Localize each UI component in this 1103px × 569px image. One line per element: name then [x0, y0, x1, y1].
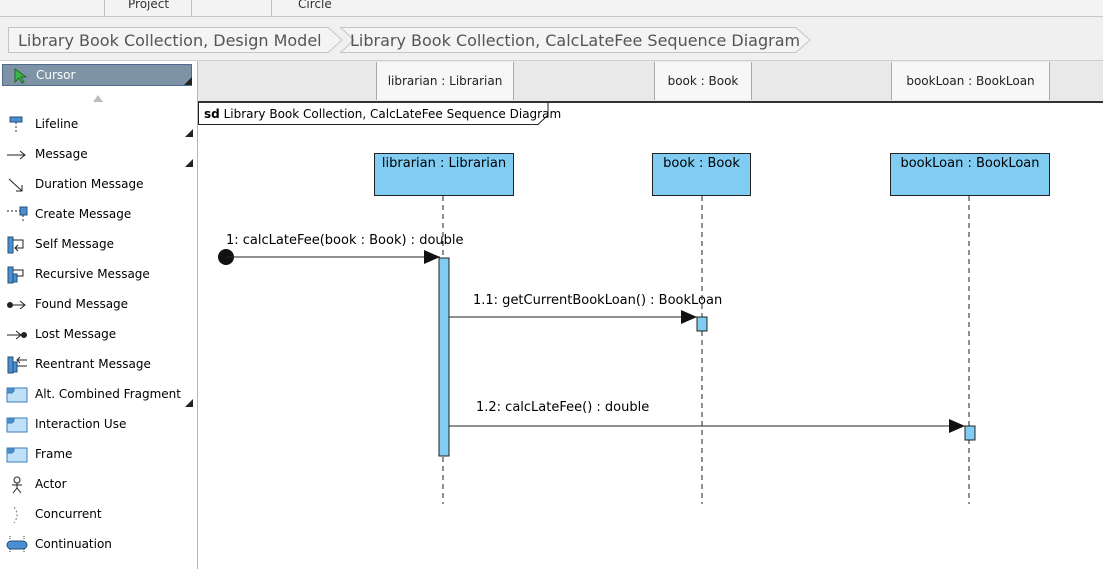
- palette-item-label: Recursive Message: [35, 267, 150, 281]
- duration-message-icon: [8, 178, 23, 192]
- expand-corner-icon: [184, 77, 192, 85]
- expand-corner-icon[interactable]: [185, 159, 193, 167]
- palette-item-recursive-message[interactable]: Recursive Message: [0, 261, 197, 289]
- activation-librarian: [438, 257, 450, 457]
- palette-item-label: Interaction Use: [35, 417, 127, 431]
- top-toolbar: Project Circle: [0, 0, 1103, 17]
- palette-cursor-tool[interactable]: Cursor: [2, 64, 192, 86]
- lifeline-header-librarian[interactable]: librarian : Librarian: [376, 62, 514, 100]
- lifeline-header-book[interactable]: book : Book: [654, 62, 752, 100]
- found-message-icon: [7, 300, 26, 310]
- toolbar-separator: [104, 0, 105, 16]
- expand-corner-icon[interactable]: [185, 129, 193, 137]
- breadcrumb-label: Library Book Collection, CalcLateFee Seq…: [350, 31, 801, 50]
- palette-item-label: Alt. Combined Fragment: [35, 387, 181, 401]
- palette-item-label: Found Message: [35, 297, 129, 311]
- diagram-palette: Cursor Lifeline Message Duration Message: [0, 61, 198, 569]
- diagram-canvas[interactable]: librarian : Librarian book : Book bookLo…: [198, 61, 1103, 569]
- lifeline-header-bookloan[interactable]: bookLoan : BookLoan: [891, 62, 1050, 100]
- activation-bookloan: [964, 425, 976, 441]
- palette-item-lost-message[interactable]: Lost Message: [0, 321, 197, 349]
- breadcrumb: Library Book Collection, Design Model Li…: [0, 17, 1103, 61]
- toolbar-separator: [271, 0, 272, 16]
- palette-item-label: Reentrant Message: [35, 357, 151, 371]
- palette-item-label: Self Message: [35, 237, 114, 251]
- sequence-diagram-graphics: [218, 196, 976, 504]
- breadcrumb-label: Library Book Collection, Design Model: [18, 31, 322, 50]
- message-1-1-arrowhead: [681, 310, 697, 324]
- palette-item-found-message[interactable]: Found Message: [0, 291, 197, 319]
- reentrant-message-icon: [7, 356, 27, 374]
- palette-item-label: Lost Message: [35, 327, 117, 341]
- message-icon: [7, 150, 26, 160]
- palette-item-actor[interactable]: Actor: [0, 471, 197, 499]
- palette-item-label: Lifeline: [35, 117, 79, 131]
- palette-item-label: Duration Message: [35, 177, 144, 191]
- breadcrumb-item-design-model[interactable]: Library Book Collection, Design Model: [8, 27, 344, 53]
- toolbar-item-project[interactable]: Project: [128, 0, 170, 11]
- palette-item-alt-combined-fragment[interactable]: Alt. Combined Fragment: [0, 381, 197, 409]
- concurrent-icon: [13, 506, 18, 524]
- palette-item-duration-message[interactable]: Duration Message: [0, 171, 197, 199]
- palette-item-label: Concurrent: [35, 507, 102, 521]
- palette-cursor-label: Cursor: [36, 68, 76, 82]
- breadcrumb-item-sequence-diagram[interactable]: Library Book Collection, CalcLateFee Seq…: [340, 27, 812, 53]
- frame-icon: [6, 447, 28, 463]
- continuation-icon: [6, 536, 28, 553]
- expand-corner-icon[interactable]: [185, 399, 193, 407]
- toolbar-separator: [191, 0, 192, 16]
- frame-tab-shape: [198, 103, 549, 125]
- palette-item-concurrent[interactable]: Concurrent: [0, 501, 197, 529]
- create-message-icon: [7, 206, 28, 223]
- toolbar-item-circle[interactable]: Circle: [298, 0, 332, 11]
- lifeline-head-librarian[interactable]: librarian : Librarian: [374, 153, 514, 196]
- actor-icon: [12, 476, 22, 494]
- palette-item-label: Actor: [35, 477, 67, 491]
- message-label-1-1[interactable]: 1.1: getCurrentBookLoan() : BookLoan: [473, 293, 723, 308]
- interaction-use-icon: [6, 417, 28, 433]
- palette-item-reentrant-message[interactable]: Reentrant Message: [0, 351, 197, 379]
- palette-item-frame[interactable]: Frame: [0, 441, 197, 469]
- lifeline-header-strip: librarian : Librarian book : Book bookLo…: [198, 61, 1103, 103]
- palette-item-label: Message: [35, 147, 88, 161]
- frame-title: Library Book Collection, CalcLateFee Seq…: [223, 107, 562, 121]
- message-1-2-arrowhead: [949, 419, 965, 433]
- combined-fragment-icon: [6, 387, 28, 403]
- breadcrumb-chevron-shape: [340, 27, 811, 53]
- palette-item-label: Continuation: [35, 537, 112, 551]
- palette-item-lifeline[interactable]: Lifeline: [0, 111, 197, 139]
- lost-message-icon: [7, 330, 27, 340]
- lifeline-head-bookloan[interactable]: bookLoan : BookLoan: [890, 153, 1050, 196]
- lifeline-icon: [9, 116, 23, 133]
- palette-item-message[interactable]: Message: [0, 141, 197, 169]
- cursor-icon: [14, 68, 28, 84]
- frame-keyword: sd: [204, 107, 220, 121]
- scroll-up-icon[interactable]: [92, 94, 104, 103]
- breadcrumb-chevron-shape: [8, 27, 343, 53]
- message-label-1-2[interactable]: 1.2: calcLateFee() : double: [476, 400, 650, 415]
- palette-item-interaction-use[interactable]: Interaction Use: [0, 411, 197, 439]
- message-1-arrowhead: [424, 250, 440, 264]
- palette-item-label: Frame: [35, 447, 73, 461]
- activation-book: [696, 316, 708, 332]
- recursive-message-icon: [7, 266, 24, 284]
- palette-item-self-message[interactable]: Self Message: [0, 231, 197, 259]
- palette-item-label: Create Message: [35, 207, 132, 221]
- lifeline-head-book[interactable]: book : Book: [652, 153, 751, 196]
- self-message-icon: [7, 236, 24, 254]
- palette-item-continuation[interactable]: Continuation: [0, 531, 197, 559]
- palette-item-create-message[interactable]: Create Message: [0, 201, 197, 229]
- message-label-1[interactable]: 1: calcLateFee(book : Book) : double: [226, 233, 464, 248]
